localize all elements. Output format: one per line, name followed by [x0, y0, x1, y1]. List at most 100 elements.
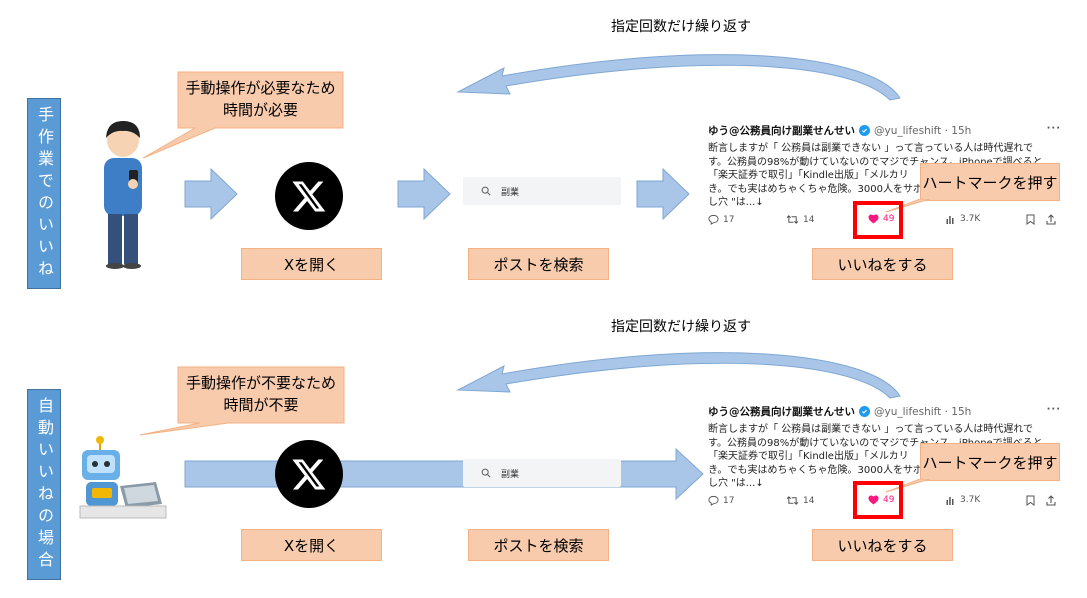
- step-like-label: いいねをする: [837, 536, 928, 555]
- tweet-line: し穴 "は...↓: [708, 478, 764, 489]
- heart-callout-pointer: [885, 479, 930, 493]
- callout-line-1: 手動操作が不要なため: [185, 374, 336, 393]
- callout-bubble-auto: [139, 366, 345, 436]
- search-icon: [481, 186, 491, 196]
- more-options-icon[interactable]: ···: [1046, 123, 1061, 134]
- heart-callout-text: ハートマークを押す: [922, 453, 1058, 472]
- step-open-x-label: Xを開く: [283, 536, 340, 555]
- reply-button[interactable]: 17: [708, 214, 734, 225]
- search-text: 副業: [501, 187, 520, 198]
- x-logo-icon: [275, 440, 343, 508]
- views-count: 3.7K: [960, 495, 981, 505]
- repeat-label: 指定回数だけ繰り返す: [611, 19, 751, 35]
- callout-line-2: 時間が不要: [223, 396, 299, 414]
- tweet-handle: @yu_lifeshift · 15h: [874, 405, 972, 418]
- flow-arrow: [184, 168, 238, 220]
- row-label-auto-text: 自動いいねの場合: [35, 396, 54, 573]
- verified-badge-icon: [859, 406, 870, 417]
- tweet-body: 断言しますが「 公務員は副業できない 」って言っている人は時代遅れで す。公務員…: [708, 142, 1073, 210]
- step-like: いいねをする: [812, 248, 953, 280]
- flow-arrow: [397, 168, 451, 220]
- tweet-line: 「楽天証券で取引」「Kindle出版」「メルカリ: [708, 170, 909, 181]
- tweet-line: 「楽天証券で取引」「Kindle出版」「メルカリ: [708, 451, 909, 462]
- row-label-manual: 手作業でのいいね: [27, 98, 61, 289]
- row-label-auto: 自動いいねの場合: [27, 389, 61, 580]
- search-icon: [481, 468, 491, 478]
- tweet-body: 断言しますが「 公務員は副業できない 」って言っている人は時代遅れで す。公務員…: [708, 423, 1073, 491]
- like-highlight-box: [853, 481, 903, 519]
- step-open-x-label: Xを開く: [283, 255, 340, 274]
- step-search-post-label: ポストを検索: [493, 255, 584, 274]
- like-button[interactable]: 49: [868, 214, 894, 224]
- reply-count: 17: [723, 495, 735, 506]
- tweet-handle: @yu_lifeshift · 15h: [874, 124, 972, 137]
- retweet-button[interactable]: 14: [786, 495, 814, 506]
- person-with-phone-illustration: [104, 121, 142, 269]
- step-search-post: ポストを検索: [468, 529, 609, 561]
- share-icon[interactable]: [1046, 495, 1056, 506]
- x-logo-icon: [275, 162, 343, 230]
- views-button[interactable]: 3.7K: [946, 214, 980, 224]
- tweet-card: ゆう@公務員向け副業せんせい @yu_lifeshift · 15h ··· 断…: [708, 404, 1073, 512]
- step-open-x: Xを開く: [241, 529, 382, 561]
- heart-callout: ハートマークを押す: [920, 163, 1060, 201]
- reply-icon: [708, 495, 719, 506]
- retweet-count: 14: [803, 214, 815, 225]
- heart-icon: [868, 495, 879, 505]
- step-open-x: Xを開く: [241, 248, 382, 280]
- views-button[interactable]: 3.7K: [946, 495, 980, 505]
- like-button[interactable]: 49: [868, 495, 894, 505]
- retweet-button[interactable]: 14: [786, 214, 814, 225]
- tweet-line: き。でも実はめちゃくちゃ危険。3000人をサポ: [708, 183, 923, 195]
- repeat-curved-arrow: [456, 54, 901, 101]
- step-search-post: ポストを検索: [468, 248, 609, 280]
- step-search-post-label: ポストを検索: [493, 536, 584, 555]
- tweet-author-name: ゆう@公務員向け副業せんせい: [708, 125, 855, 137]
- callout-bubble-manual: [142, 71, 344, 159]
- repeat-label: 指定回数だけ繰り返す: [611, 319, 751, 335]
- verified-badge-icon: [859, 125, 870, 136]
- search-bar[interactable]: 副業: [463, 459, 621, 487]
- tweet-line: す。公務員の98%が動けていないのでマジでチャンス。iPhoneで調べると: [708, 156, 1043, 168]
- like-count: 49: [883, 214, 895, 224]
- bookmark-icon[interactable]: [1026, 214, 1035, 225]
- callout-line-2: 時間が必要: [222, 101, 298, 119]
- tweet-line: 断言しますが「 公務員は副業できない 」って言っている人は時代遅れで: [708, 424, 1034, 435]
- tweet-card: ゆう@公務員向け副業せんせい @yu_lifeshift · 15h ··· 断…: [708, 123, 1073, 231]
- tweet-line: す。公務員の98%が動けていないのでマジでチャンス。iPhoneで調べると: [708, 437, 1043, 449]
- repeat-curved-arrow: [456, 352, 901, 399]
- heart-callout-text: ハートマークを押す: [922, 173, 1058, 192]
- retweet-icon: [786, 496, 799, 505]
- reply-icon: [708, 214, 719, 225]
- callout-text-auto: 手動操作が不要なため 時間が不要: [178, 367, 344, 423]
- long-flow-arrow: [184, 448, 704, 500]
- reply-button[interactable]: 17: [708, 495, 734, 506]
- tweet-line: 断言しますが「 公務員は副業できない 」って言っている人は時代遅れで: [708, 143, 1034, 154]
- heart-callout-pointer: [885, 199, 930, 213]
- tweet-author-name: ゆう@公務員向け副業せんせい: [708, 406, 855, 418]
- tweet-line: し穴 "は...↓: [708, 197, 764, 208]
- like-highlight-box: [853, 201, 903, 239]
- share-icon[interactable]: [1046, 214, 1056, 225]
- views-chart-icon: [946, 497, 954, 505]
- like-count: 49: [883, 495, 895, 505]
- callout-text-manual: 手動操作が必要なため 時間が必要: [178, 72, 343, 128]
- views-chart-icon: [946, 216, 954, 224]
- flow-arrow: [636, 168, 690, 220]
- step-like: いいねをする: [812, 529, 953, 561]
- search-text: 副業: [501, 469, 520, 480]
- views-count: 3.7K: [960, 214, 981, 224]
- retweet-icon: [786, 215, 799, 224]
- robot-with-laptop-illustration: [79, 436, 167, 519]
- reply-count: 17: [723, 214, 735, 225]
- retweet-count: 14: [803, 495, 815, 506]
- tweet-line: き。でも実はめちゃくちゃ危険。3000人をサポ: [708, 464, 923, 476]
- step-like-label: いいねをする: [837, 255, 928, 274]
- row-label-manual-text: 手作業でのいいね: [35, 105, 54, 282]
- bookmark-icon[interactable]: [1026, 495, 1035, 506]
- callout-line-1: 手動操作が必要なため: [185, 79, 336, 98]
- heart-callout: ハートマークを押す: [920, 443, 1060, 481]
- search-bar[interactable]: 副業: [463, 177, 621, 205]
- heart-icon: [868, 214, 879, 224]
- more-options-icon[interactable]: ···: [1046, 404, 1061, 415]
